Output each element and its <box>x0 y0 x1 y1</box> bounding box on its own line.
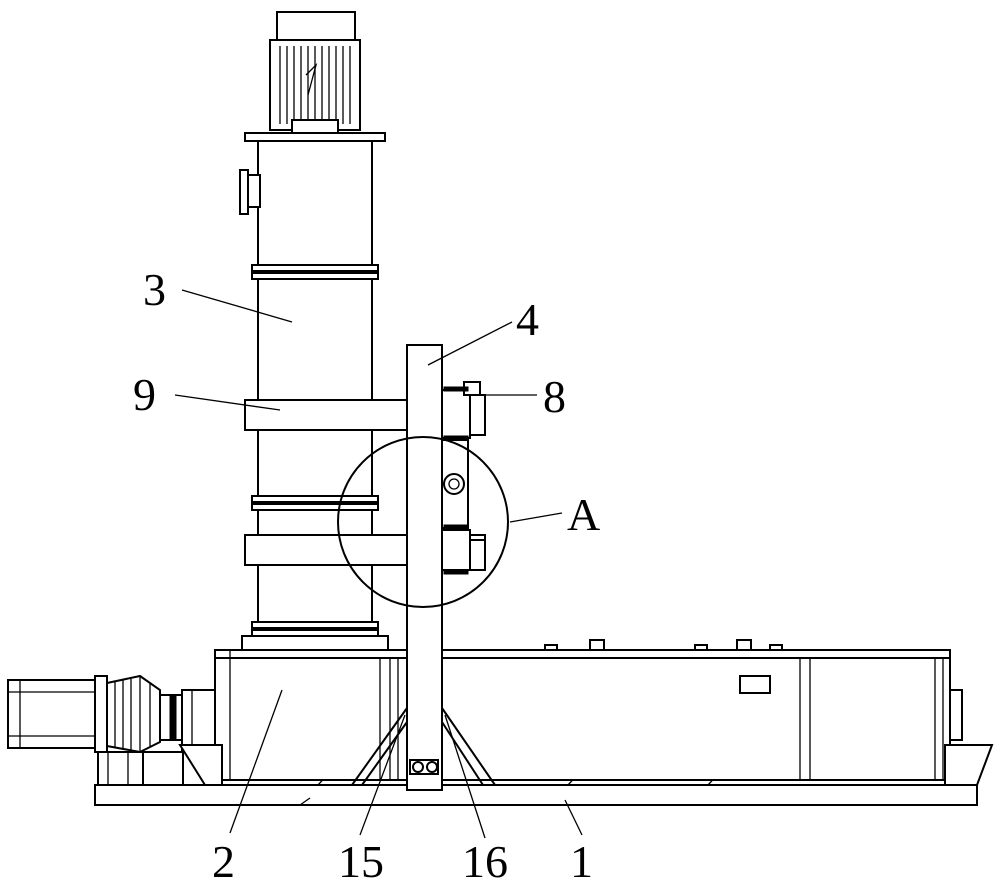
slide-mechanism <box>442 382 485 574</box>
drive-motor <box>8 676 224 752</box>
label-part-9: 9 <box>133 369 156 420</box>
top-motor <box>270 12 360 133</box>
support-column <box>407 345 442 790</box>
label-part-16: 16 <box>462 836 508 887</box>
label-part-3: 3 <box>143 264 166 315</box>
vertical-cylinder <box>240 133 388 650</box>
label-part-8: 8 <box>543 371 566 422</box>
label-part-4: 4 <box>516 294 539 345</box>
label-detail-a: A <box>567 489 600 540</box>
label-part-15: 15 <box>338 836 384 887</box>
label-part-1: 1 <box>570 836 593 887</box>
label-part-2: 2 <box>212 836 235 887</box>
screw-trough <box>180 640 992 785</box>
